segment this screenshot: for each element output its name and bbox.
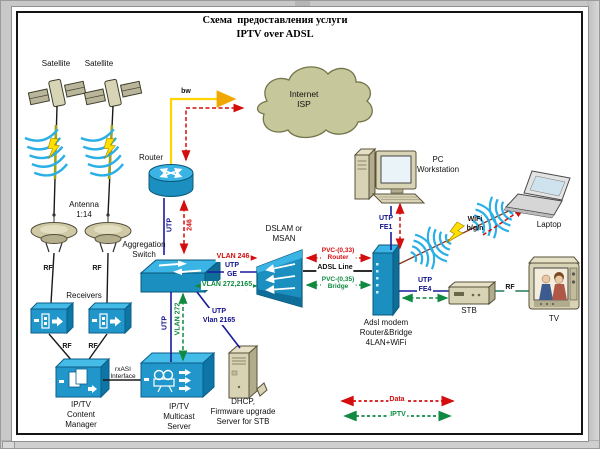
label-bw: bw	[181, 88, 191, 95]
label-rf-4: RF	[88, 343, 98, 350]
label-tv: TV	[548, 314, 560, 323]
page-title: Схема предоставления услуги IPTV over AD…	[202, 15, 348, 40]
link-wifi-laptop-data	[482, 207, 526, 236]
label-receivers: Receivers	[66, 291, 102, 300]
pc-workstation-icon	[353, 147, 426, 204]
label-adsl-line: ADSL Line	[316, 264, 354, 273]
label-satellite-2: Satellite	[84, 59, 114, 68]
label-pvc-bridge: PVC-(0,35) Bridge	[320, 276, 356, 291]
label-vlan-246-vertical: 246	[186, 219, 194, 231]
link-router-internet-bw	[169, 90, 237, 167]
window-frame-tick	[295, 1, 310, 6]
label-utp-fe4: UTP FE4	[417, 277, 433, 295]
stb-icon	[447, 280, 497, 306]
label-utp-router: UTP	[166, 218, 174, 232]
label-dhcp-server: DHCP, Firmware upgrade Server for STB	[210, 397, 276, 426]
label-stb: STB	[461, 306, 477, 315]
label-antenna: Antenna 1:14	[69, 200, 99, 219]
label-content-manager: IP/TV Content Manager	[65, 400, 97, 429]
label-utp-fe1: UTP FE1	[378, 215, 394, 233]
label-aggregation-switch: Aggregation Switch	[122, 240, 166, 259]
label-utp-ge: UTP GE	[224, 262, 240, 280]
dhcp-server-icon	[227, 344, 268, 400]
label-vlan272-vertical: VLAN 272	[174, 302, 182, 336]
legend-iptv-label: IPTV	[389, 411, 407, 420]
label-internet: Internet ISP	[289, 89, 319, 110]
rf-line-2	[106, 252, 109, 304]
label-pc-workstation: PC Workstation	[416, 155, 460, 174]
label-rf-1: RF	[43, 265, 53, 272]
link-router-internet-data	[181, 103, 245, 162]
tv-icon	[527, 256, 581, 310]
rf-line-4	[86, 333, 108, 363]
window-frame-right	[587, 1, 599, 448]
rf-line-1	[50, 252, 55, 304]
legend-data-label: Data	[388, 396, 406, 405]
label-vlan246: VLAN 246	[215, 253, 251, 262]
diagram-border	[16, 11, 583, 435]
rf-line-3	[48, 333, 74, 363]
label-rxasi: rxASI Interface	[110, 366, 136, 381]
iptv-content-manager-icon	[54, 357, 111, 399]
label-adsl-modem: Adsl modem Router&Bridge 4LAN+WiFi	[359, 318, 413, 347]
label-utp-multicast: UTP	[161, 316, 169, 330]
label-wifi: WiFi b/g/n	[466, 216, 484, 232]
label-rf-2: RF	[92, 265, 102, 272]
label-vlan272-2165: VLAN 272,2165	[200, 281, 254, 290]
dslam-icon	[256, 249, 303, 308]
iptv-multicast-server-icon	[139, 351, 216, 399]
label-multicast-server: IP/TV Multicast Server	[163, 402, 195, 431]
label-satellite-1: Satellite	[41, 59, 71, 68]
laptop-icon	[503, 170, 571, 219]
label-rf-tv: RF	[504, 284, 516, 293]
internet-cloud-icon	[256, 66, 373, 139]
router-icon	[148, 164, 194, 197]
label-utp-vlan2165: UTP Vlan 2165	[201, 308, 237, 326]
window-resize-grip	[2, 441, 15, 448]
label-router: Router	[138, 153, 164, 162]
label-rf-3: RF	[62, 343, 72, 350]
label-laptop: Laptop	[536, 220, 562, 229]
label-pvc-router: PVC-(0,33) Router	[320, 247, 356, 262]
adsl-modem-icon	[372, 243, 400, 317]
label-dslam: DSLAM or MSAN	[265, 224, 303, 243]
